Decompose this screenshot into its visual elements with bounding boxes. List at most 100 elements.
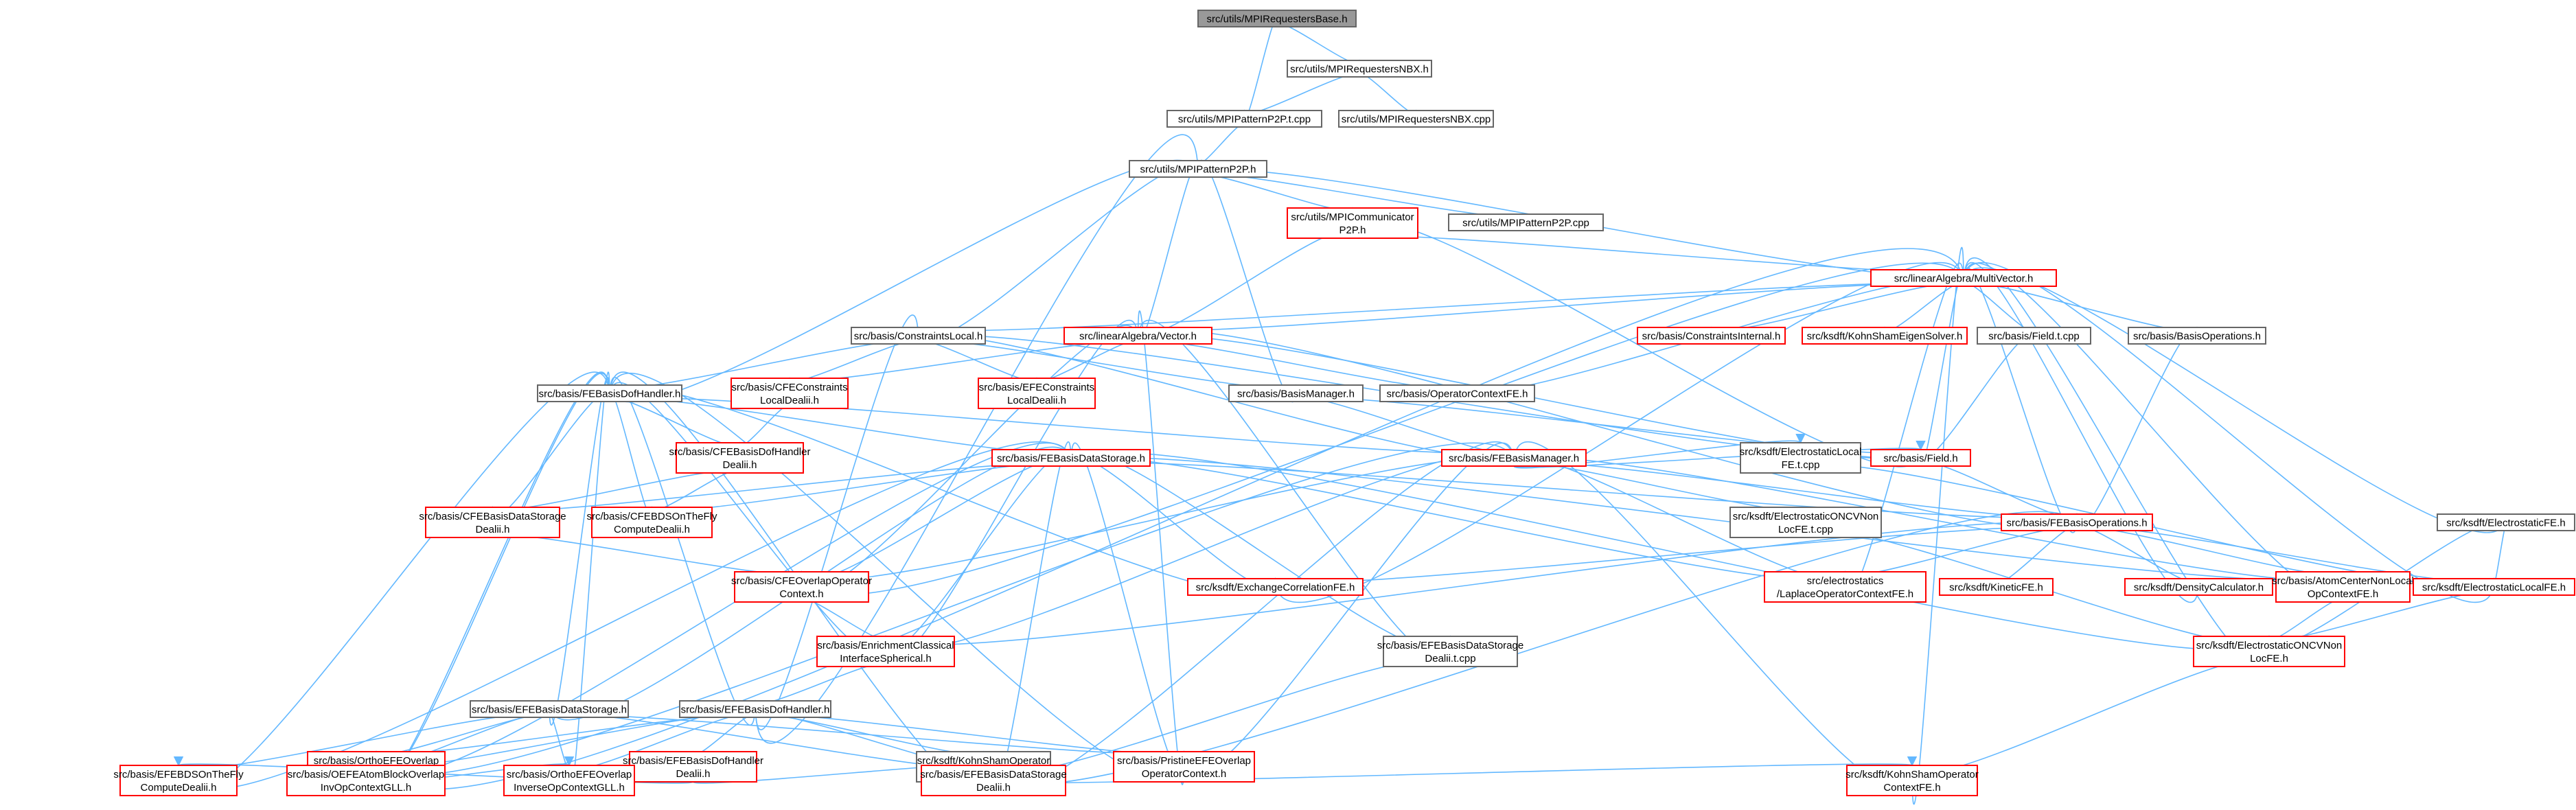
edge-line — [988, 511, 2078, 785]
node-electrostaticlocalfe_t_cpp[interactable]: src/ksdft/ElectrostaticLocalFE.t.cpp — [1740, 442, 1862, 474]
node-electrostaticlocalfe_h[interactable]: src/ksdft/ElectrostaticLocalFE.h — [2413, 578, 2575, 596]
node-label: src/utils/MPIPatternP2P.h — [1140, 164, 1256, 176]
node-label: LocalDealii.h — [760, 395, 819, 406]
node-box — [1764, 571, 1927, 603]
edge-febasisdofhandler-to-exchangecorrelationfe — [609, 386, 1280, 594]
node-constraintslocal[interactable]: src/basis/ConstraintsLocal.h — [851, 327, 986, 345]
node-enrichmentclassicalinterfacespherical[interactable]: src/basis/EnrichmentClassicalInterfaceSp… — [816, 636, 955, 667]
node-field_t_cpp[interactable]: src/basis/Field.t.cpp — [1977, 327, 2091, 345]
node-densitycalculator[interactable]: src/ksdft/DensityCalculator.h — [2124, 578, 2273, 596]
node-basismanager[interactable]: src/basis/BasisManager.h — [1228, 384, 1364, 402]
node-label: src/basis/PristineEFEOverlap — [1117, 755, 1251, 767]
node-box — [1129, 160, 1267, 178]
edge-field_h-to-febasisoperations — [1920, 461, 2082, 524]
node-constraintsinternal[interactable]: src/basis/ConstraintsInternal.h — [1637, 327, 1786, 345]
node-exchangecorrelationfe[interactable]: src/ksdft/ExchangeCorrelationFE.h — [1187, 578, 1364, 596]
edge-line — [750, 134, 1199, 744]
node-kineticfe[interactable]: src/ksdft/KineticFE.h — [1939, 578, 2054, 596]
node-box — [679, 700, 831, 718]
edge-line — [609, 386, 1280, 594]
node-label: InterfaceSpherical.h — [840, 653, 931, 664]
node-box — [1197, 10, 1357, 27]
node-box — [991, 449, 1151, 467]
edge-line — [1907, 246, 1964, 805]
node-label: src/basis/EnrichmentClassical — [817, 640, 954, 651]
node-multivector[interactable]: src/linearAlgebra/MultiVector.h — [1870, 269, 2057, 287]
node-mpipatternp2p_t_cpp[interactable]: src/utils/MPIPatternP2P.t.cpp — [1166, 110, 1322, 128]
node-mpirequestersbase[interactable]: src/utils/MPIRequestersBase.h — [1197, 10, 1357, 27]
node-vector[interactable]: src/linearAlgebra/Vector.h — [1063, 327, 1212, 345]
node-efebasisdatastoragedealii_t_cpp[interactable]: src/basis/EFEBasisDataStorageDealii.t.cp… — [1377, 636, 1523, 667]
node-febasisdatastorage[interactable]: src/basis/FEBasisDataStorage.h — [991, 449, 1151, 467]
edge-line — [371, 714, 756, 761]
node-box — [921, 765, 1066, 796]
edge-line — [647, 470, 741, 516]
edge-febasisdatastorage-to-pristineefeoverlapoperatorcontext — [1070, 442, 1189, 776]
node-efebasisdofhandler[interactable]: src/basis/EFEBasisDofHandler.h — [679, 700, 831, 718]
node-febasisoperations[interactable]: src/basis/FEBasisOperations.h — [2001, 513, 2153, 531]
node-label: src/ksdft/ElectrostaticFE.h — [2446, 518, 2565, 529]
node-laplaceoperatorcontextfe[interactable]: src/electrostatics/LaplaceOperatorContex… — [1764, 571, 1927, 603]
node-label: src/utils/MPIRequestersBase.h — [1206, 14, 1347, 25]
node-febasismanager[interactable]: src/basis/FEBasisManager.h — [1441, 449, 1587, 467]
node-electrostaticfe[interactable]: src/ksdft/ElectrostaticFE.h — [2437, 513, 2575, 531]
node-electrostaticoncvnonlocfe_t_cpp[interactable]: src/ksdft/ElectrostaticONCVNonLocFE.t.cp… — [1729, 507, 1882, 538]
node-label: ContextFE.h — [1883, 782, 1940, 794]
edge-mpicommunicatorp2p-to-multivector — [1352, 235, 1968, 279]
edge-mpipatternp2p_h-to-febasisdofhandler — [604, 159, 1199, 403]
edge-line — [1133, 230, 1353, 336]
edge-line — [1359, 73, 1421, 119]
node-pristineefeoverlapoperatorcontext[interactable]: src/basis/PristineEFEOverlapOperatorCont… — [1113, 751, 1255, 783]
edge-febasisoperations-to-efebasisdatastoragedealii_h — [988, 511, 2078, 785]
node-operatorcontextfe[interactable]: src/basis/OperatorContextFE.h — [1379, 384, 1535, 402]
edge-mpirequestersbase-to-mpirequestersnbx_h — [1276, 23, 1365, 69]
edge-multivector-to-atomcenternonlocalopcontextfe — [1963, 262, 2348, 596]
node-mpirequestersnbx_cpp[interactable]: src/utils/MPIRequestersNBX.cpp — [1338, 110, 1494, 128]
node-label: src/basis/FEBasisManager.h — [1449, 453, 1579, 465]
edge-electrostaticfe-to-electrostaticlocalfe_h — [2489, 526, 2507, 588]
node-box — [1870, 269, 2057, 287]
edge-febasisdatastorage-to-efebdsontheflycompute — [173, 441, 1072, 791]
edge-line — [688, 714, 756, 761]
edge-mpicommunicatorp2p-to-vector — [1133, 230, 1353, 336]
node-label: src/basis/ConstraintsLocal.h — [854, 331, 983, 343]
node-label: LocalDealii.h — [1007, 395, 1066, 406]
node-efebasisdatastorage[interactable]: src/basis/EFEBasisDataStorage.h — [470, 700, 629, 718]
node-basisoperations[interactable]: src/basis/BasisOperations.h — [2128, 327, 2266, 345]
edge-mpirequestersbase-to-mpipatternp2p_t_cpp — [1239, 19, 1278, 119]
node-mpipatternp2p_cpp[interactable]: src/utils/MPIPatternP2P.cpp — [1448, 213, 1604, 231]
node-label: src/basis/CFEBasisDataStorage — [419, 511, 566, 522]
node-oefeatomblockoverlap[interactable]: src/basis/OEFEAtomBlockOverlapInvOpConte… — [286, 765, 446, 796]
node-febasisdofhandler[interactable]: src/basis/FEBasisDofHandler.h — [537, 384, 682, 402]
node-label: src/basis/BasisManager.h — [1237, 389, 1355, 400]
node-label: src/basis/FEBasisDataStorage.h — [997, 453, 1145, 465]
node-mpirequestersnbx_h[interactable]: src/utils/MPIRequestersNBX.h — [1287, 60, 1432, 78]
edge-febasismanager-to-efebasisdatastoragedealii_h — [988, 441, 1515, 790]
edge-mpipatternp2p_h-to-vector — [1133, 164, 1199, 340]
node-label: src/basis/EFEConstraints — [979, 382, 1094, 393]
node-field_h[interactable]: src/basis/Field.h — [1870, 449, 1971, 467]
node-mpipatternp2p_h[interactable]: src/utils/MPIPatternP2P.h — [1129, 160, 1267, 178]
edge-febasismanager-to-pristineefeoverlapoperatorcontext — [1179, 442, 1515, 776]
node-box — [1166, 110, 1322, 128]
node-label: src/ksdft/ElectrostaticLocal — [1740, 446, 1862, 458]
node-kohnshameigensolver[interactable]: src/ksdft/KohnShamEigenSolver.h — [1802, 327, 1968, 345]
node-box — [1338, 110, 1494, 128]
node-atomcenternonlocalopcontextfe[interactable]: src/basis/AtomCenterNonLocalOpContextFE.… — [2272, 571, 2414, 603]
node-label: src/utils/MPIRequestersNBX.h — [1290, 64, 1429, 76]
edge-efebasisdofhandler-to-kohnshamoperatorcontextfe_t_cpp — [755, 714, 989, 761]
node-label: src/basis/OperatorContextFE.h — [1387, 389, 1528, 400]
node-orthoefeoverlapinverse[interactable]: src/basis/OrthoEFEOverlapInverseOpContex… — [503, 765, 635, 796]
